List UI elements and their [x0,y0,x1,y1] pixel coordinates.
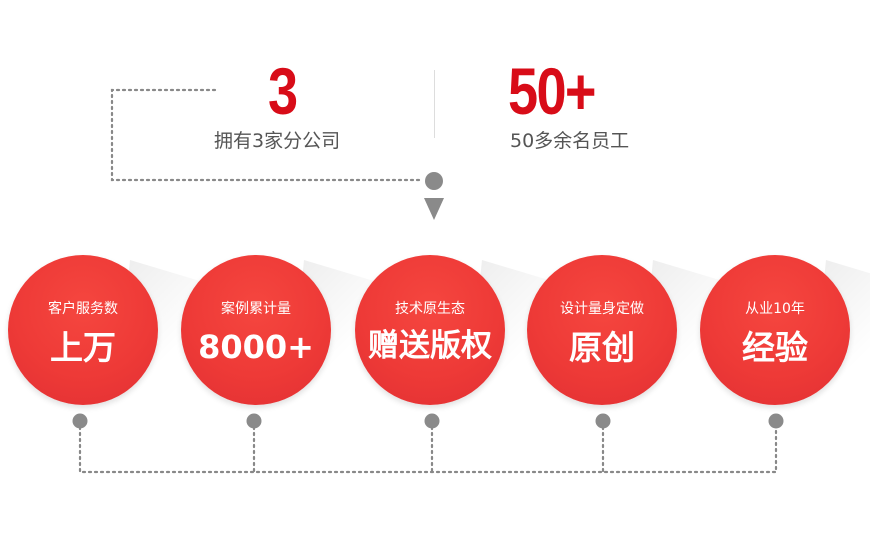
feature-caption: 案例累计量 [221,301,291,317]
bottom-dotted-connector [78,419,778,474]
feature-circle-copyright: 技术原生态 赠送版权 [355,255,505,405]
down-arrow-icon [424,198,444,220]
feature-value: 原创 [569,328,635,367]
top-dotted-connector [110,88,422,182]
feature-caption: 设计量身定做 [560,301,644,317]
circle-2-dot [246,413,262,429]
feature-caption: 客户服务数 [48,301,118,317]
circle-4-dot [595,413,611,429]
circle-5-dot [768,413,784,429]
feature-circle-original: 设计量身定做 原创 [527,255,677,405]
stats-divider [434,70,435,138]
feature-value: 经验 [742,328,808,367]
feature-circle-cases: 案例累计量 8000+ [181,255,331,405]
circle-1-dot [72,413,88,429]
feature-caption: 技术原生态 [395,301,465,317]
company-count-number: 3 [268,54,298,128]
feature-caption: 从业10年 [745,301,805,317]
circle-3-dot [424,413,440,429]
feature-circle-clients: 客户服务数 上万 [8,255,158,405]
company-count-label: 拥有3家分公司 [214,130,341,152]
feature-circle-experience: 从业10年 经验 [700,255,850,405]
employee-count-label: 50多余名员工 [510,130,630,152]
employee-count-number: 50+ [508,54,597,128]
feature-value: 赠送版权 [368,328,492,364]
feature-value: 8000+ [198,328,314,366]
feature-value: 上万 [50,328,116,367]
top-connector-dot [425,172,443,190]
